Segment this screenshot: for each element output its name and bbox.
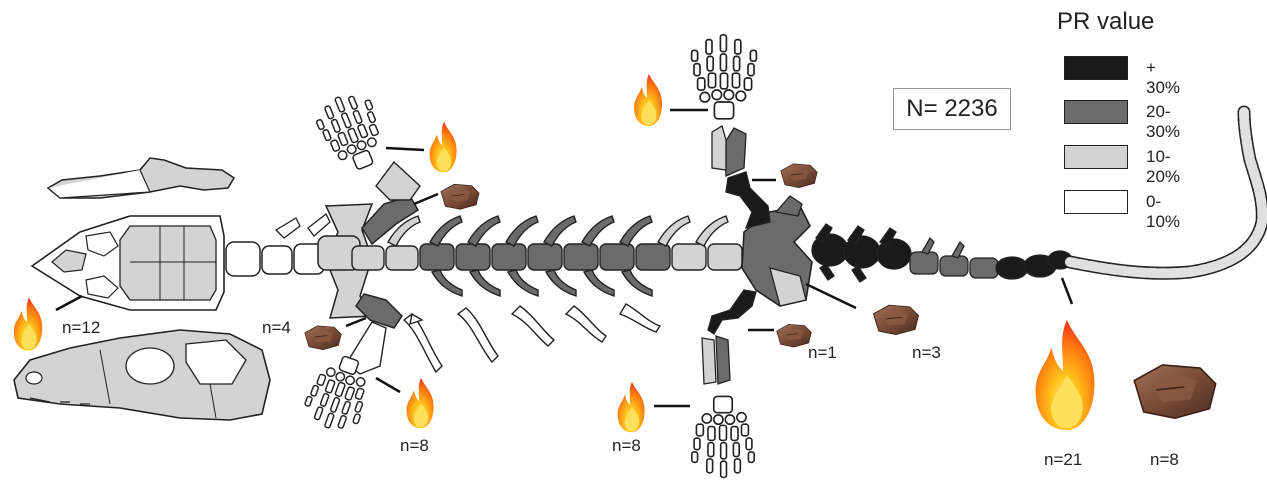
legend-title: PR value xyxy=(1057,8,1154,36)
fire-icon xyxy=(634,74,662,126)
legend-swatch xyxy=(1064,56,1128,80)
bone-fragment-icon xyxy=(305,326,341,350)
legend-label: 20-30% xyxy=(1146,102,1180,142)
bone-fragment-icon xyxy=(777,324,812,347)
count-label-forelimb-lower: n=8 xyxy=(400,436,429,456)
bone-fragment-icon xyxy=(1134,365,1215,418)
count-label-pelvis-b: n=3 xyxy=(912,343,941,363)
legend-swatch xyxy=(1064,190,1128,214)
fire-icon xyxy=(618,382,645,432)
tail xyxy=(812,112,1262,282)
count-label-pelvis-a: n=1 xyxy=(808,343,837,363)
hindlimb-lower xyxy=(692,290,756,477)
hindlimb-upper xyxy=(692,35,770,228)
legend-swatch xyxy=(1064,145,1128,169)
bone-fragment-icon xyxy=(441,184,479,209)
legend-label: 0-10% xyxy=(1146,192,1180,232)
lower-jaw xyxy=(48,158,234,198)
legend-label: + 30% xyxy=(1146,58,1180,98)
count-label-tail-fragment: n=8 xyxy=(1150,450,1179,470)
fire-icon xyxy=(407,378,434,428)
dorsal-vertebral-column xyxy=(352,216,742,372)
fire-icon xyxy=(1036,320,1095,430)
count-label-hindlimb-lower: n=8 xyxy=(612,436,641,456)
legend-label: 10-20% xyxy=(1146,147,1180,187)
bone-fragment-icon xyxy=(781,164,817,188)
total-count-box: N= 2236 xyxy=(893,88,1011,130)
count-label-forelimb-left: n=4 xyxy=(262,318,291,338)
count-label-tail-fire: n=21 xyxy=(1044,450,1082,470)
count-label-skull: n=12 xyxy=(62,318,100,338)
skull-lateral xyxy=(14,330,270,420)
legend-swatch xyxy=(1064,100,1128,124)
bone-fragment-icon xyxy=(873,305,918,334)
fire-icon xyxy=(430,122,457,172)
fire-icon xyxy=(14,297,43,350)
cervical-vertebrae xyxy=(226,214,330,276)
skull-dorsal xyxy=(32,216,224,310)
